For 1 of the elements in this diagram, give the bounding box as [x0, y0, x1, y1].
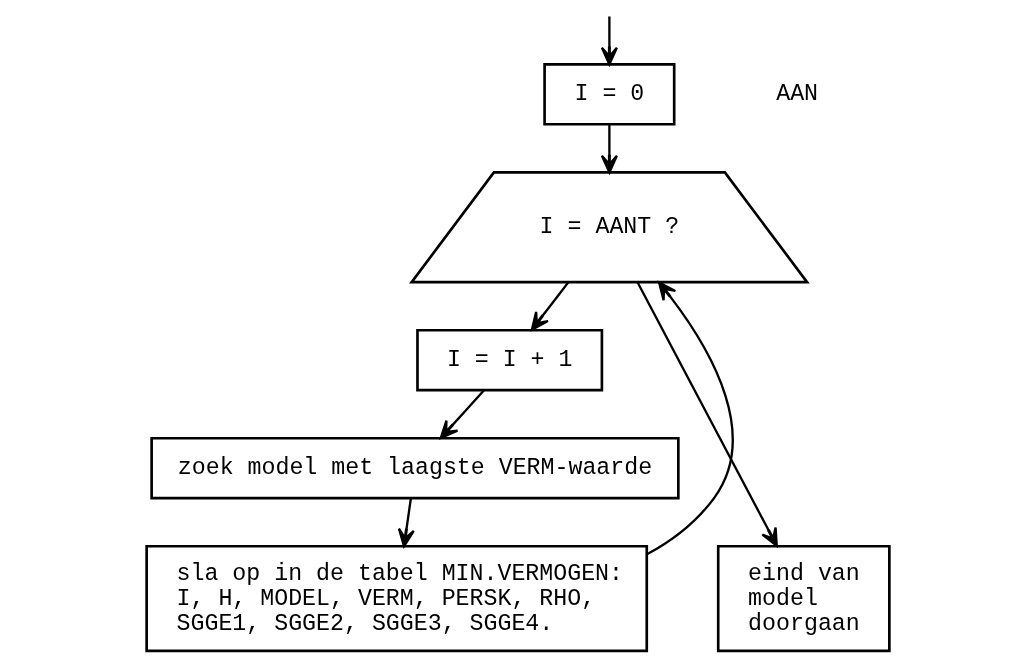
label: AAN: [775, 81, 818, 108]
